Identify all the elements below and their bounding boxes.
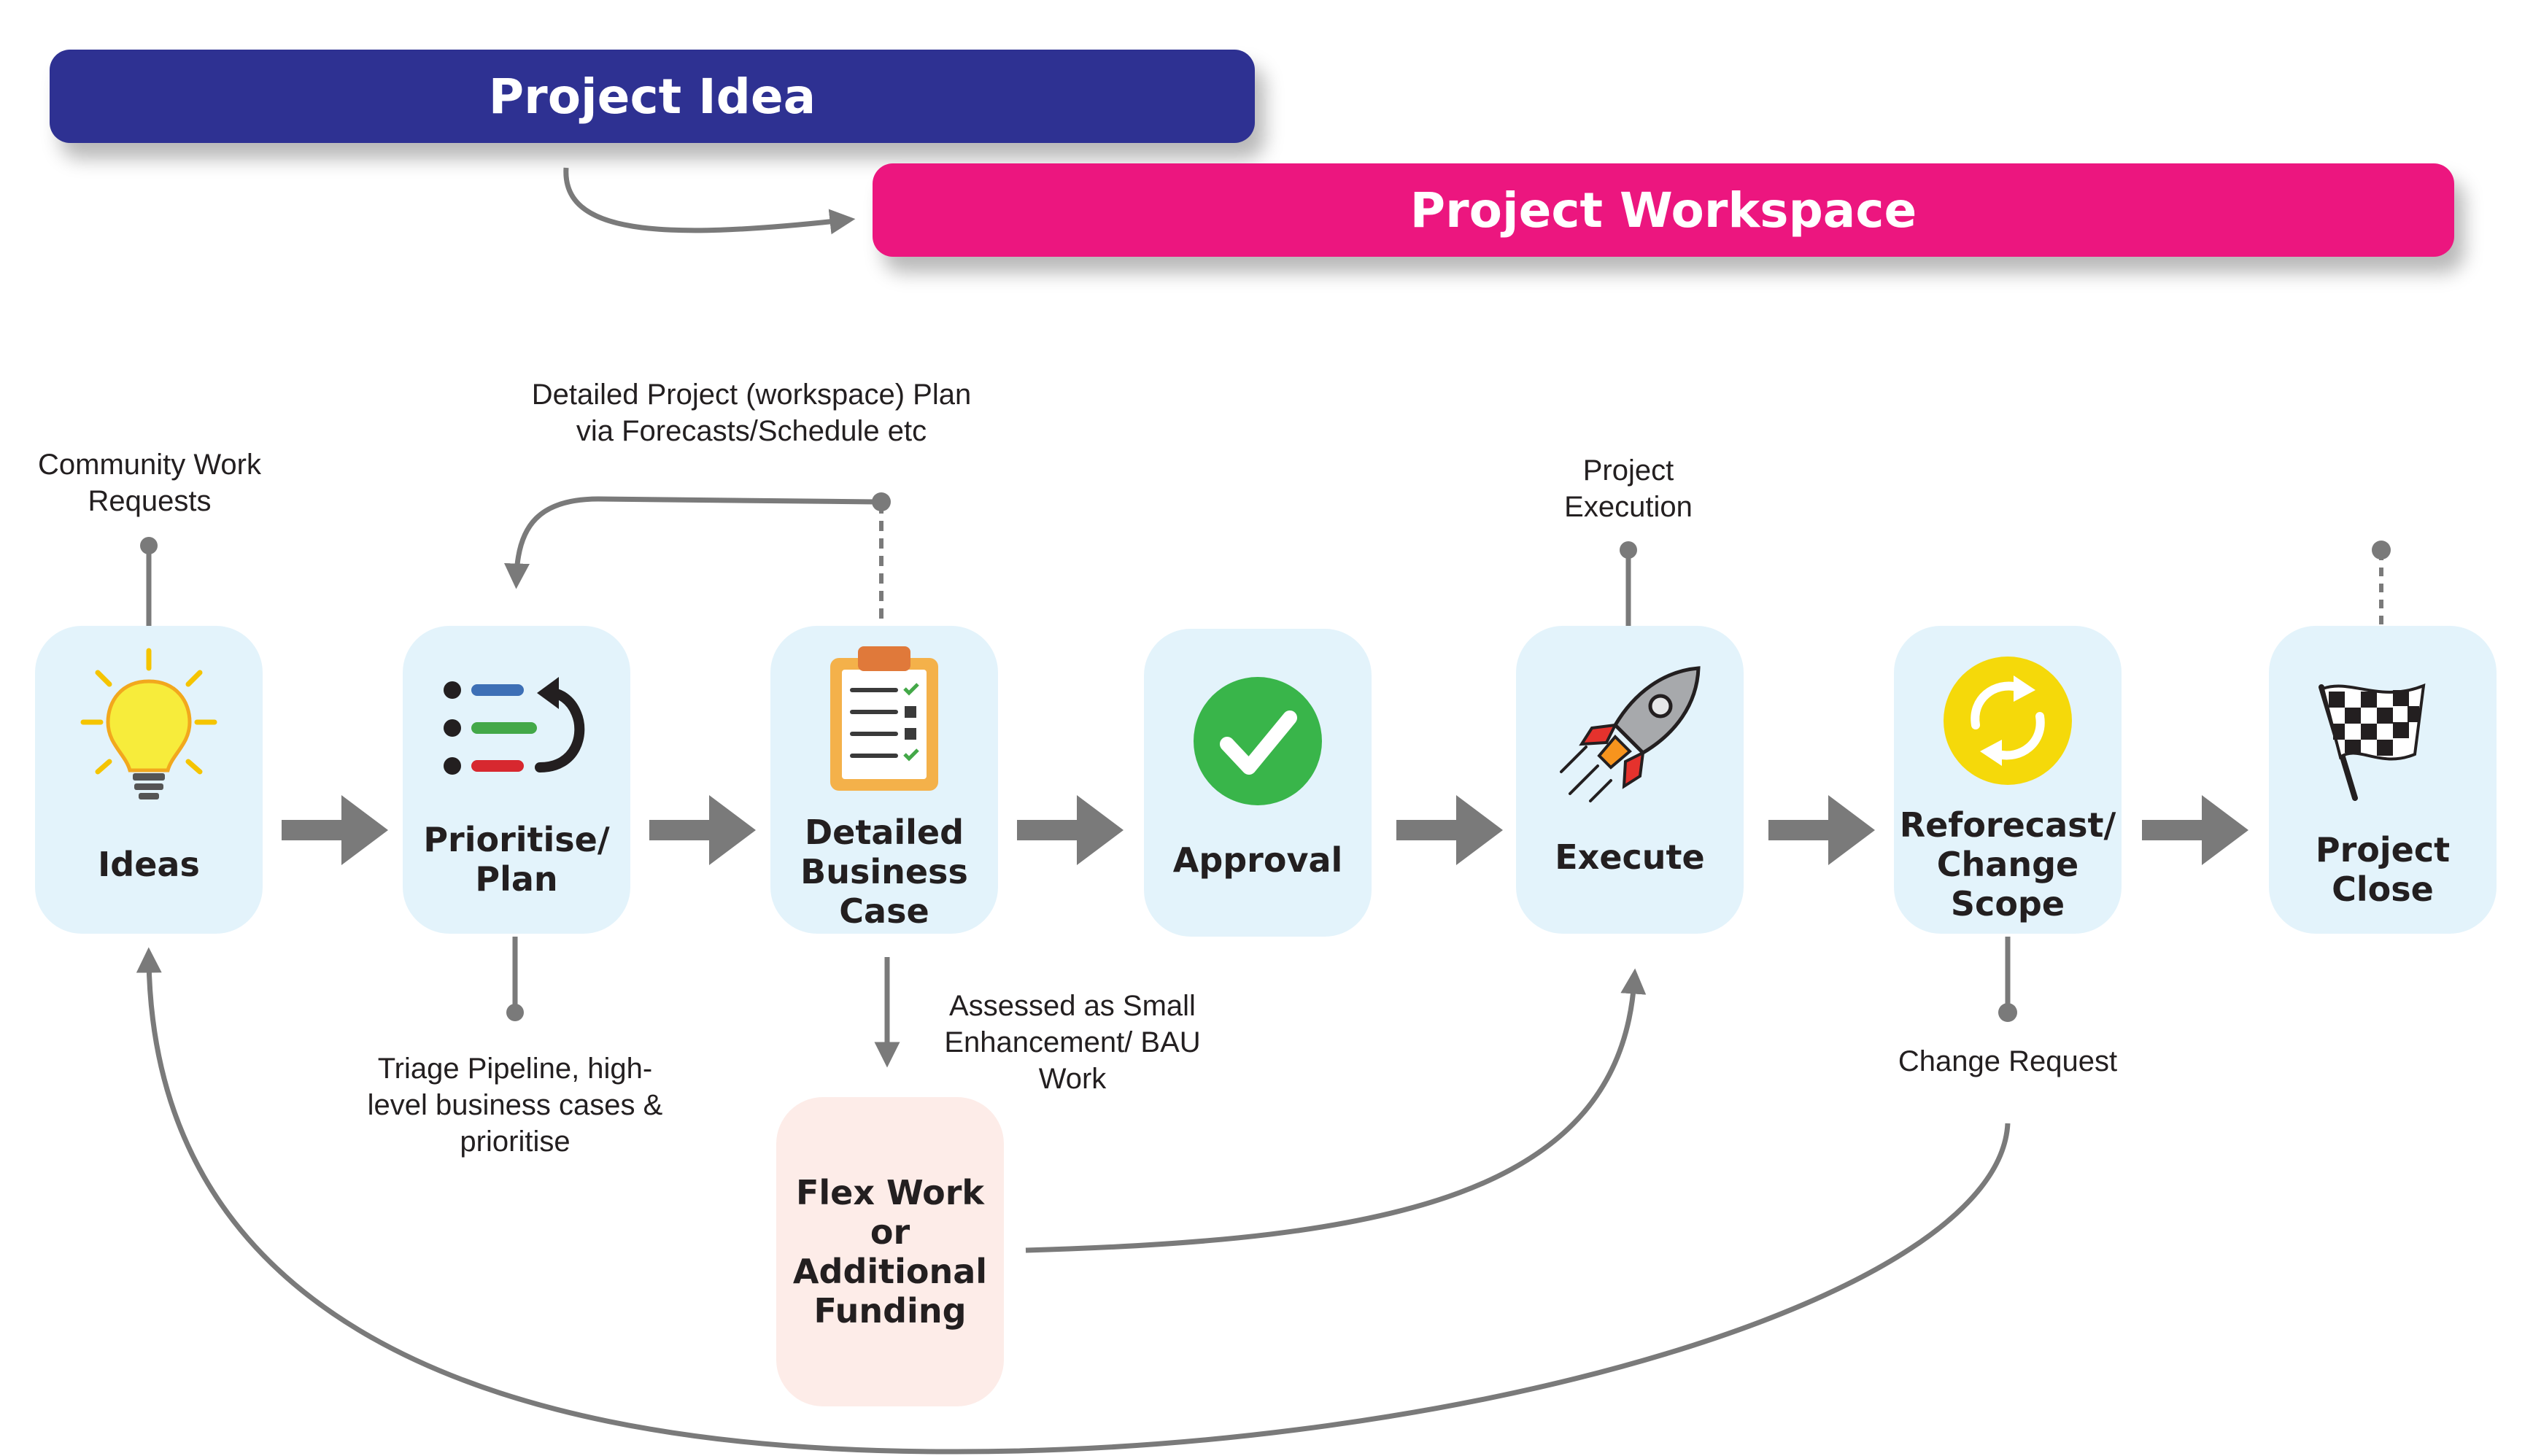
checkered-flag-icon	[2319, 683, 2426, 801]
stage-card-ideas: Ideas	[35, 626, 263, 934]
change-request-pin	[1998, 937, 2017, 1022]
stage-card-prioritise: Prioritise/ Plan	[403, 626, 630, 934]
stage-label-business-case: Detailed Business Case	[800, 813, 968, 931]
change-to-ideas-arrow	[136, 947, 2011, 1455]
triage-pin	[506, 937, 524, 1021]
lightbulb-icon	[80, 648, 217, 799]
stage-card-reforecast: Reforecast/ Change Scope	[1894, 626, 2122, 934]
stage-card-business-case: Detailed Business Case	[770, 626, 998, 934]
close-pin	[2372, 541, 2391, 626]
stage-label-approval: Approval	[1172, 840, 1343, 880]
stage-card-close: Project Close	[2269, 626, 2497, 934]
flex-to-execute-arrow	[1025, 968, 1647, 1253]
stage-card-approval: Approval	[1144, 629, 1372, 937]
flow-arrow-4	[1396, 795, 1503, 865]
prioritise-list-icon	[444, 677, 585, 775]
stage-label-execute: Execute	[1555, 837, 1705, 877]
refresh-icon	[1944, 657, 2072, 785]
plan-feedback-loop	[504, 492, 891, 626]
stage-label-reforecast: Reforecast/ Change Scope	[1899, 805, 2116, 923]
project-workspace-title: Project Workspace	[1409, 182, 1917, 239]
flow-arrow-1	[282, 795, 388, 865]
change-request-note: Change Request	[1898, 1045, 2118, 1077]
checkmark-icon	[1194, 677, 1322, 805]
flow-arrow-5	[1768, 795, 1875, 865]
flow-arrow-3	[1017, 795, 1124, 865]
clipboard-icon	[830, 646, 938, 791]
rocket-icon	[1560, 666, 1701, 802]
flex-work-card: Flex Work or Additional Funding	[776, 1097, 1004, 1406]
detailed-plan-note: Detailed Project (workspace) Plan via Fo…	[531, 379, 972, 447]
execution-pin	[1620, 541, 1637, 626]
execution-note: Project Execution	[1564, 454, 1693, 523]
stage-label-ideas: Ideas	[98, 845, 200, 884]
project-idea-banner: Project Idea	[50, 50, 1255, 143]
project-idea-title: Project Idea	[488, 68, 816, 125]
community-pin	[140, 537, 158, 626]
banner-connector-arrow	[563, 167, 856, 235]
flow-arrow-2	[649, 795, 756, 865]
flex-work-label: Flex Work or Additional Funding	[792, 1173, 988, 1331]
stage-card-execute: Execute	[1516, 626, 1744, 934]
triage-note: Triage Pipeline, high- level business ca…	[367, 1053, 663, 1158]
community-requests-note: Community Work Requests	[38, 449, 261, 517]
stage-label-close: Project Close	[2315, 830, 2451, 909]
flow-arrow-6	[2142, 795, 2248, 865]
assessed-note: Assessed as Small Enhancement/ BAU Work	[944, 990, 1201, 1095]
stage-label-prioritise: Prioritise/ Plan	[423, 820, 610, 899]
project-workspace-banner: Project Workspace	[873, 163, 2454, 257]
